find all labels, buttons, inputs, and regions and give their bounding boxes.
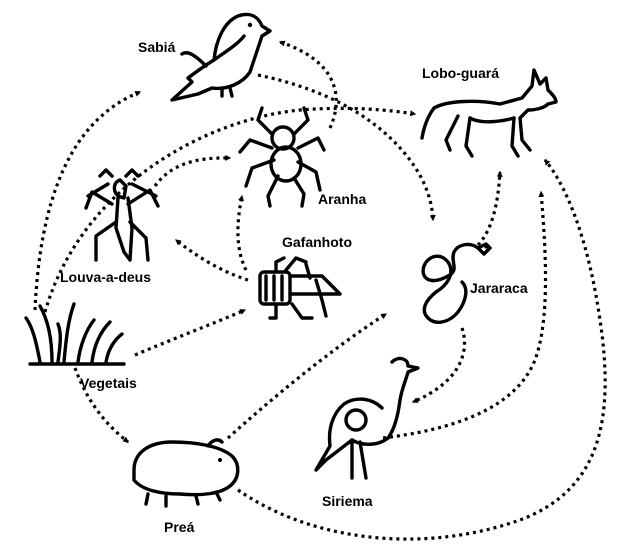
- bird-icon: [172, 14, 270, 100]
- label-sabia: Sabiá: [138, 39, 176, 55]
- guinea-pig-icon: [134, 440, 238, 506]
- label-gafanhoto: Gafanhoto: [282, 234, 352, 250]
- label-jararaca: Jararaca: [470, 280, 528, 296]
- mantis-icon: [86, 170, 158, 260]
- arrow-louva-to-aranha: [155, 158, 230, 186]
- arrow-siriema-to-lobo-guara: [383, 192, 546, 438]
- arrow-jararaca-to-lobo-guara: [478, 172, 500, 245]
- arrow-gafanhoto-to-aranha: [238, 196, 246, 270]
- arrow-prea-to-jararaca: [228, 314, 386, 438]
- arrow-gafanhoto-to-louva: [176, 240, 248, 280]
- label-lobo-guara: Lobo-guará: [422, 65, 499, 81]
- label-aranha: Aranha: [318, 191, 366, 207]
- grass-icon: [26, 304, 124, 364]
- label-siriema: Siriema: [322, 493, 373, 509]
- grasshopper-icon: [260, 258, 340, 318]
- label-prea: Preá: [164, 519, 195, 535]
- labels: Sabiá Lobo-guará Aranha Gafanhoto Louva-…: [60, 39, 528, 535]
- label-vegetais: Vegetais: [80, 375, 137, 391]
- seriema-bird-icon: [316, 359, 418, 478]
- label-louva-a-deus: Louva-a-deus: [60, 269, 151, 285]
- spider-icon: [240, 108, 324, 206]
- arrow-prea-to-lobo-guara: [238, 160, 605, 539]
- arrow-jararaca-to-siriema: [413, 328, 464, 402]
- maned-wolf-icon: [422, 70, 556, 156]
- arrow-vegetais-to-gafanhoto: [135, 310, 245, 355]
